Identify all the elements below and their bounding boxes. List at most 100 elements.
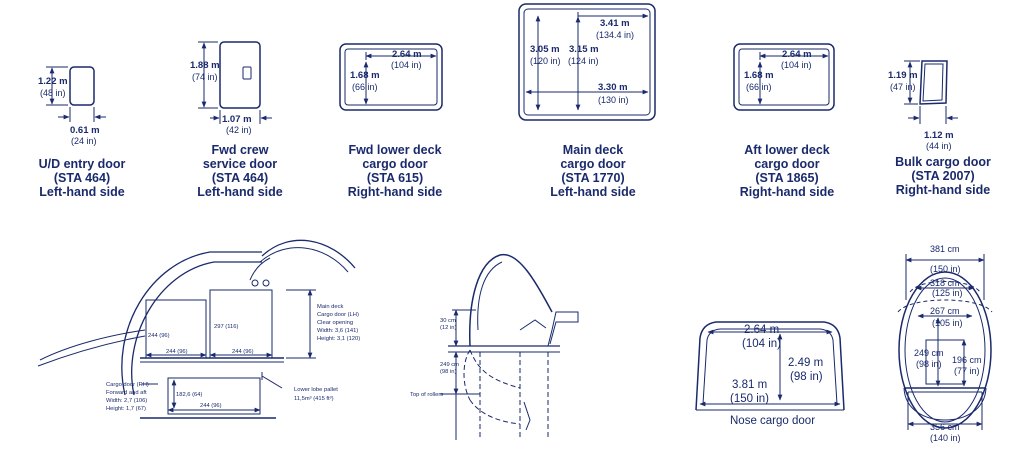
cargo-note-1: Cargo door (RH)	[106, 382, 149, 388]
nose-door-height-m: 2.49 m	[788, 357, 823, 369]
caption-line: Aft lower deck	[744, 143, 830, 157]
aft-cargo-width-in: (104 in)	[781, 60, 812, 70]
fus-318-in: (125 in)	[932, 288, 963, 298]
caption-line: Fwd lower deck	[348, 143, 442, 157]
main-height-mid-in: (124 in)	[568, 56, 599, 66]
top-of-rollers: Top of rollers	[410, 392, 443, 398]
caption-line: (STA 2007)	[911, 169, 975, 183]
caption-line: (STA 464)	[53, 171, 111, 185]
cargo-note-4: Height: 1,7 (67)	[106, 406, 146, 412]
fwd-cargo-height-in: (66 in)	[352, 82, 378, 92]
caption-line: (STA 1865)	[755, 171, 819, 185]
crew-width-m: 1.07 m	[222, 114, 252, 125]
fus-356-in: (140 in)	[930, 433, 961, 443]
caption-line: Left-hand side	[197, 185, 283, 199]
lobe-note-1: Lower lobe pallet	[294, 387, 338, 393]
main-width-bot-m: 3.30 m	[598, 82, 628, 93]
ud-width-m: 0.61 m	[70, 125, 100, 136]
fwd-cargo-height-m: 1.68 m	[350, 70, 380, 81]
caption-line: Right-hand side	[347, 185, 443, 199]
caption-line: cargo door	[560, 157, 626, 171]
caption-aft-lower-cargo-door: Aft lower deck cargo door (STA 1865) Rig…	[722, 143, 852, 199]
main-deck-note-4: Width: 3,6 (141)	[317, 328, 358, 334]
section-dim-244-a: 244 (96)	[148, 333, 170, 339]
nose-door-width-in: (104 in)	[742, 338, 781, 350]
caption-bulk-cargo-door: Bulk cargo door (STA 2007) Right-hand si…	[878, 155, 1008, 197]
main-height-left-in: (120 in)	[530, 56, 561, 66]
ud-height-m: 1.22 m	[38, 76, 68, 87]
nose-door-height-in: (98 in)	[790, 371, 823, 383]
aft-cargo-width-m: 2.64 m	[782, 49, 812, 60]
cargo-note-3: Width: 2,7 (106)	[106, 398, 147, 404]
main-deck-note-1: Main deck	[317, 304, 344, 310]
caption-line: cargo door	[754, 157, 820, 171]
crew-height-m: 1.88 m	[190, 60, 220, 71]
nose-door-width-m: 2.64 m	[744, 324, 779, 336]
caption-line: (STA 464)	[211, 171, 269, 185]
caption-line: Main deck	[562, 143, 624, 157]
caption-line: service door	[202, 157, 278, 171]
nose-30cm: 30 cm	[440, 318, 456, 324]
fwd-cargo-width-in: (104 in)	[391, 60, 422, 70]
fus-267-in: (105 in)	[932, 318, 963, 328]
ud-height-in: (48 in)	[40, 88, 66, 98]
main-height-mid-m: 3.15 m	[569, 44, 599, 55]
caption-line: Right-hand side	[739, 185, 835, 199]
fuselage-front-section	[897, 254, 993, 430]
main-deck-note-5: Height: 3,1 (120)	[317, 336, 360, 342]
caption-fwd-crew-door: Fwd crew service door (STA 464) Left-han…	[180, 143, 300, 199]
section-dim-244-d: 244 (96)	[200, 403, 222, 409]
caption-ud-entry-door: U/D entry door (STA 464) Left-hand side	[22, 157, 142, 199]
nose-door-base-in: (150 in)	[730, 393, 769, 405]
nose-249cm: 249 cm	[440, 362, 459, 368]
nose-98in: (98 in)	[440, 369, 457, 375]
caption-line: Left-hand side	[550, 185, 636, 199]
fus-196-in: (77 in)	[954, 366, 980, 376]
main-height-left-m: 3.05 m	[530, 44, 560, 55]
caption-line: Fwd crew	[211, 143, 269, 157]
section-dim-244-c: 244 (96)	[232, 349, 254, 355]
caption-fwd-lower-cargo-door: Fwd lower deck cargo door (STA 615) Righ…	[330, 143, 460, 199]
fwd-crew-door-drawing	[198, 41, 272, 124]
fuselage-cross-section	[37, 239, 356, 419]
main-deck-cargo-door-drawing	[518, 3, 656, 121]
caption-line: (STA 615)	[366, 171, 424, 185]
fus-381-in: (150 in)	[930, 264, 961, 274]
main-width-bot-in: (130 in)	[598, 95, 629, 105]
main-deck-note-3: Clear opening	[317, 320, 353, 326]
fus-381: 381 cm	[930, 244, 960, 254]
fus-249-in: (98 in)	[916, 359, 942, 369]
main-width-top-m: 3.41 m	[600, 18, 630, 29]
bulk-cargo-door-drawing	[904, 60, 958, 124]
aft-lower-cargo-door-drawing	[733, 43, 835, 111]
fus-196: 196 cm	[952, 355, 982, 365]
fus-318: 318 cm	[930, 278, 960, 288]
ud-width-in: (24 in)	[71, 136, 97, 146]
fwd-cargo-width-m: 2.64 m	[392, 49, 422, 60]
fus-267: 267 cm	[930, 306, 960, 316]
main-deck-note-2: Cargo door (LH)	[317, 312, 359, 318]
bulk-width-in: (44 in)	[926, 141, 952, 151]
bulk-height-in: (47 in)	[890, 82, 916, 92]
nose-cargo-door-drawing	[695, 321, 845, 411]
dimension-labels: 1.22 m (48 in) 0.61 m (24 in) 1.88 m (74…	[38, 18, 982, 443]
caption-line: cargo door	[362, 157, 428, 171]
main-width-top-in: (134.4 in)	[596, 30, 634, 40]
nose-door-base-m: 3.81 m	[732, 379, 767, 391]
bulk-height-m: 1.19 m	[888, 70, 918, 81]
crew-width-in: (42 in)	[226, 125, 252, 135]
fus-356: 356 cm	[930, 422, 960, 432]
cargo-note-2: Forward and aft	[106, 390, 147, 396]
aft-cargo-height-in: (66 in)	[746, 82, 772, 92]
fwd-lower-cargo-door-drawing	[339, 43, 443, 111]
nose-door-caption: Nose cargo door	[730, 415, 815, 427]
caption-line: Bulk cargo door	[895, 155, 991, 169]
fus-249: 249 cm	[914, 348, 944, 358]
caption-line: (STA 1770)	[561, 171, 625, 185]
nose-side-view	[440, 254, 579, 440]
nose-12in: (12 in)	[440, 325, 457, 331]
ud-entry-door-drawing	[46, 66, 106, 122]
aft-cargo-height-m: 1.68 m	[744, 70, 774, 81]
section-dim-297: 297 (116)	[214, 324, 238, 330]
